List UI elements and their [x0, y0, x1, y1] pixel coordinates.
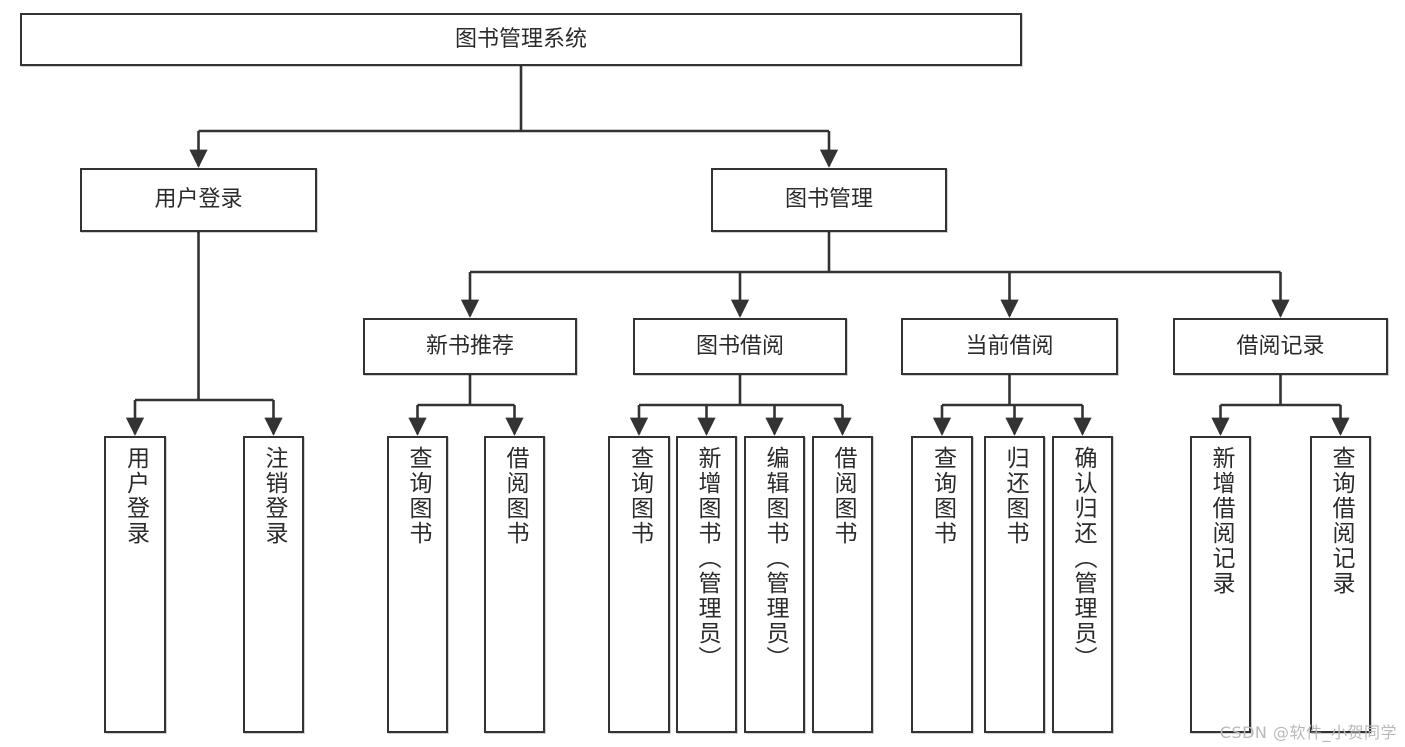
node-label: 借阅图书	[830, 446, 856, 546]
node-leaf-query-book-2[interactable]: 查询图书	[608, 436, 670, 733]
node-book-manage[interactable]: 图书管理	[711, 168, 947, 232]
watermark-text: CSDN @软件_小贺同学	[1219, 723, 1397, 742]
node-leaf-logout-login[interactable]: 注销登录	[243, 436, 304, 733]
node-label: 注销登录	[261, 446, 287, 546]
node-leaf-add-record[interactable]: 新增借阅记录	[1190, 436, 1251, 733]
node-label: 图书借阅	[695, 333, 784, 359]
node-label: 查询图书	[929, 446, 956, 546]
node-leaf-borrow-book-1[interactable]: 借阅图书	[484, 436, 545, 733]
node-label: 用户登录	[154, 187, 243, 213]
node-user-login[interactable]: 用户登录	[80, 168, 317, 232]
node-leaf-borrow-book-2[interactable]: 借阅图书	[812, 436, 873, 733]
node-new-book-rec[interactable]: 新书推荐	[363, 318, 577, 375]
node-label: 新书推荐	[425, 333, 514, 359]
node-leaf-query-book-3[interactable]: 查询图书	[911, 436, 973, 733]
node-label: 借阅图书	[502, 446, 528, 546]
node-label: 新增图书（管理员）	[694, 446, 720, 671]
node-leaf-query-book-1[interactable]: 查询图书	[387, 436, 448, 733]
node-label: 借阅记录	[1236, 333, 1325, 359]
node-label: 图书管理系统	[454, 26, 587, 52]
node-label: 用户登录	[122, 446, 149, 546]
node-label: 查询借阅记录	[1328, 446, 1354, 596]
node-leaf-add-book[interactable]: 新增图书（管理员）	[676, 436, 737, 733]
node-label: 新增借阅记录	[1208, 446, 1234, 596]
node-label: 图书管理	[784, 187, 873, 213]
node-label: 编辑图书（管理员）	[762, 446, 788, 671]
node-book-borrow[interactable]: 图书借阅	[633, 318, 847, 375]
node-leaf-user-login[interactable]: 用户登录	[104, 436, 166, 733]
edge-group	[125, 66, 1350, 436]
node-leaf-return-book[interactable]: 归还图书	[984, 436, 1045, 733]
node-current-borrow[interactable]: 当前借阅	[901, 318, 1118, 375]
node-label: 查询图书	[626, 446, 653, 546]
node-leaf-confirm-return[interactable]: 确认归还（管理员）	[1052, 436, 1113, 733]
node-borrow-record[interactable]: 借阅记录	[1173, 318, 1388, 375]
node-root[interactable]: 图书管理系统	[20, 13, 1022, 66]
node-label: 查询图书	[405, 446, 431, 546]
node-label: 确认归还（管理员）	[1070, 446, 1096, 671]
node-label: 归还图书	[1002, 446, 1028, 546]
node-leaf-edit-book[interactable]: 编辑图书（管理员）	[744, 436, 805, 733]
node-leaf-query-record[interactable]: 查询借阅记录	[1310, 436, 1371, 733]
node-label: 当前借阅	[965, 333, 1054, 359]
